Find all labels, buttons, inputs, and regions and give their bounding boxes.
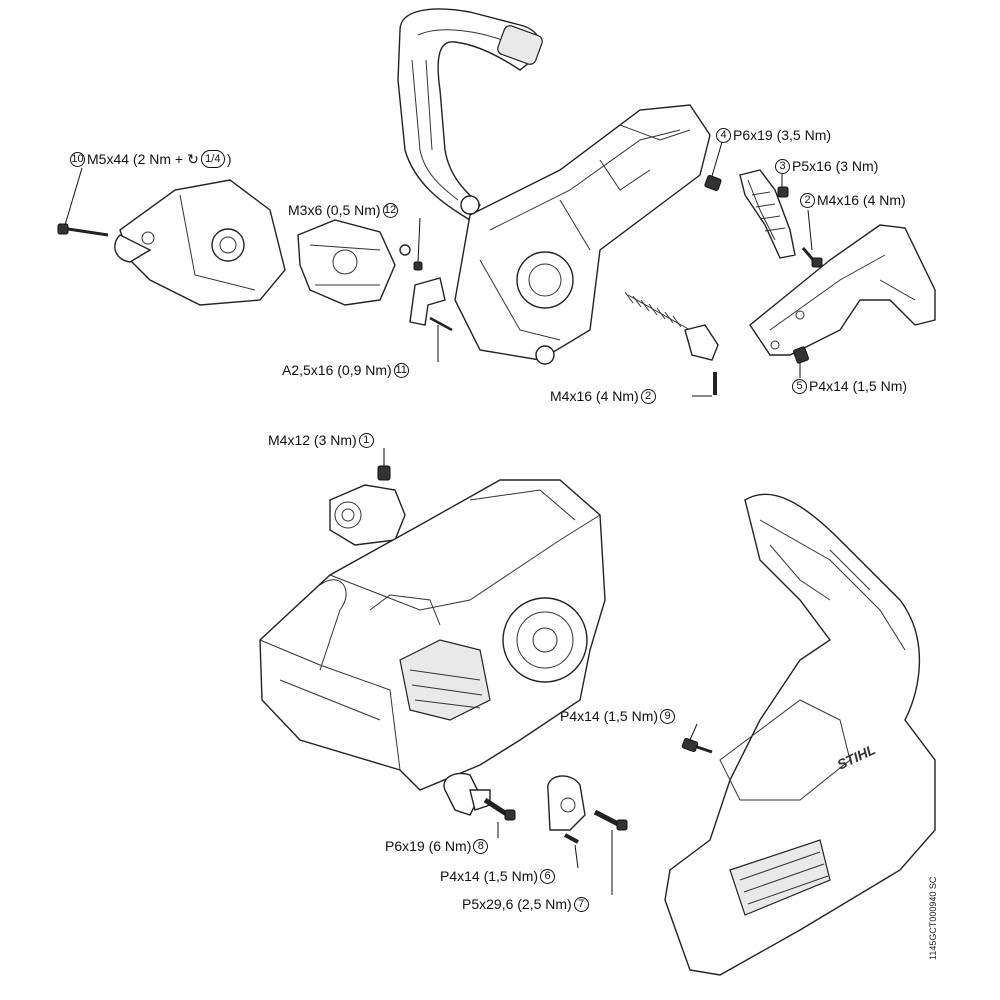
callout-2-bottom: M4x16 (4 Nm) 2 <box>550 388 656 404</box>
anti-vibration-spring <box>624 291 719 361</box>
screw-6 <box>564 833 579 844</box>
screw-5 <box>793 346 809 364</box>
throttle-spring-assembly <box>739 169 796 259</box>
callout-number: 6 <box>540 868 556 884</box>
carburetor <box>297 219 411 306</box>
callout-number: 2 <box>640 388 656 404</box>
callout-7: P5x29,6 (2,5 Nm) 7 <box>462 896 589 912</box>
screw-12 <box>413 261 423 271</box>
screw-2-top <box>801 247 823 268</box>
callout-number: 8 <box>473 838 489 854</box>
callout-9: P4x14 (1,5 Nm) 9 <box>560 708 676 724</box>
callout-text: P5x29,6 (2,5 Nm) <box>462 896 572 912</box>
callout-text: A2,5x16 (0,9 Nm) <box>282 362 392 378</box>
muffler-bracket <box>443 772 491 816</box>
leader-lines <box>64 141 813 895</box>
callout-number: 12 <box>382 202 398 218</box>
callout-4: 4 P6x19 (3,5 Nm) <box>716 127 831 143</box>
callout-number: 3 <box>775 158 790 174</box>
screw-4 <box>704 175 722 191</box>
callout-text: M4x16 (4 Nm) <box>550 388 639 404</box>
drawing-code: 1145GCT000940 SC <box>928 876 938 960</box>
rear-handle-molding <box>749 224 936 356</box>
callout-2-top: 2 M4x16 (4 Nm) <box>800 192 906 208</box>
callout-text: P6x19 (3,5 Nm) <box>733 127 832 143</box>
clockwise-arrow-icon: ↻ <box>187 151 199 167</box>
callout-text: M4x12 (3 Nm) <box>268 432 357 448</box>
choke-lever <box>409 277 453 332</box>
screw-10 <box>57 223 109 237</box>
callout-number: 7 <box>573 896 589 912</box>
screw-1 <box>377 465 391 481</box>
callout-5: 5 P4x14 (1,5 Nm) <box>792 378 907 394</box>
air-filter-cover <box>114 179 286 306</box>
callout-text: P5x16 (3 Nm) <box>792 158 879 174</box>
callout-number: 4 <box>716 127 731 143</box>
screw-9 <box>681 737 713 754</box>
screw-3 <box>777 186 789 198</box>
callout-10: 10 M5x44 (2 Nm + ↻ 1/4 ) <box>70 150 232 168</box>
callout-1: M4x12 (3 Nm) 1 <box>268 432 374 448</box>
engine-housing <box>259 479 606 791</box>
callout-text: P4x14 (1,5 Nm) <box>809 378 908 394</box>
spark-arrestor-bracket <box>547 775 586 831</box>
callout-number: 10 <box>70 151 85 167</box>
screw-7 <box>593 809 628 831</box>
callout-number: 11 <box>393 362 409 378</box>
callout-text: M3x6 (0,5 Nm) <box>288 202 381 218</box>
callout-number: 9 <box>660 708 676 724</box>
callout-number: 2 <box>800 192 815 208</box>
callout-12: M3x6 (0,5 Nm) 12 <box>288 202 398 218</box>
screw-8 <box>483 797 516 821</box>
callout-text: M4x16 (4 Nm) <box>817 192 906 208</box>
carburetor-flange <box>329 484 406 546</box>
front-handle-tube <box>397 8 543 221</box>
callout-number: 1 <box>358 432 374 448</box>
rotation-fraction: 1/4 <box>200 150 225 168</box>
upper-frame <box>454 104 711 365</box>
callout-11: A2,5x16 (0,9 Nm) 11 <box>282 362 409 378</box>
callout-3: 3 P5x16 (3 Nm) <box>775 158 878 174</box>
callout-text: P6x19 (6 Nm) <box>385 838 472 854</box>
callout-text: P4x14 (1,5 Nm) <box>440 868 539 884</box>
callout-8: P6x19 (6 Nm) 8 <box>385 838 489 854</box>
callout-number: 5 <box>792 378 807 394</box>
callout-text: M5x44 (2 Nm + <box>87 151 184 167</box>
callout-text: P4x14 (1,5 Nm) <box>560 708 659 724</box>
callout-text-close: ) <box>226 151 232 167</box>
top-handle-cover: STIHL <box>664 493 936 976</box>
callout-6: P4x14 (1,5 Nm) 6 <box>440 868 556 884</box>
